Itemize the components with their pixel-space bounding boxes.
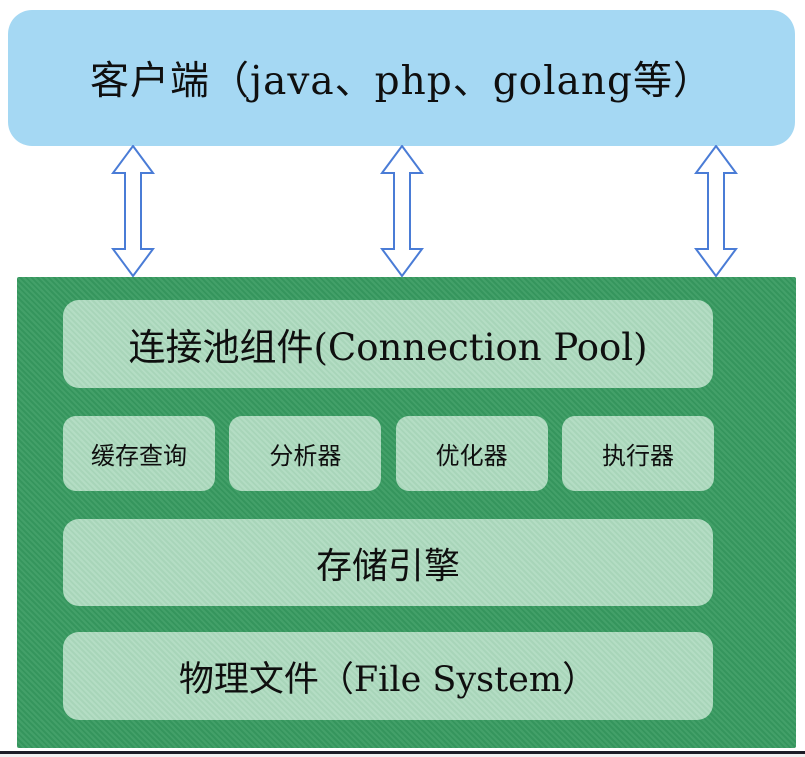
double-arrow-icon <box>380 145 424 277</box>
analyzer-box: 分析器 <box>229 416 382 491</box>
window-bottom-edge <box>0 748 805 757</box>
client-box: 客户端（java、php、golang等） <box>8 10 795 146</box>
bottom-edge-white <box>0 748 805 751</box>
optimizer-box: 优化器 <box>395 416 548 491</box>
double-arrow-icon <box>694 145 738 277</box>
server-container: 连接池组件(Connection Pool) 缓存查询 分析器 优化器 执行器 … <box>17 277 796 748</box>
component-row: 缓存查询 分析器 优化器 执行器 <box>63 416 714 491</box>
executor-box: 执行器 <box>561 416 714 491</box>
file-system-box: 物理文件（File System） <box>63 632 713 720</box>
storage-engine-box: 存储引擎 <box>63 519 713 606</box>
connection-pool-label: 连接池组件(Connection Pool) <box>128 326 648 369</box>
cache-query-box: 缓存查询 <box>63 416 215 491</box>
connection-pool-box: 连接池组件(Connection Pool) <box>63 300 713 388</box>
analyzer-label: 分析器 <box>269 442 342 470</box>
optimizer-label: 优化器 <box>435 442 508 470</box>
executor-label: 执行器 <box>601 442 674 470</box>
bottom-edge-light <box>0 754 805 757</box>
storage-engine-label: 存储引擎 <box>315 545 460 587</box>
cache-query-label: 缓存查询 <box>91 442 187 470</box>
client-label: 客户端（java、php、golang等） <box>90 59 713 104</box>
bottom-edge-dark-line <box>0 751 805 754</box>
double-arrow-icon <box>111 145 155 277</box>
file-system-label: 物理文件（File System） <box>178 659 598 700</box>
